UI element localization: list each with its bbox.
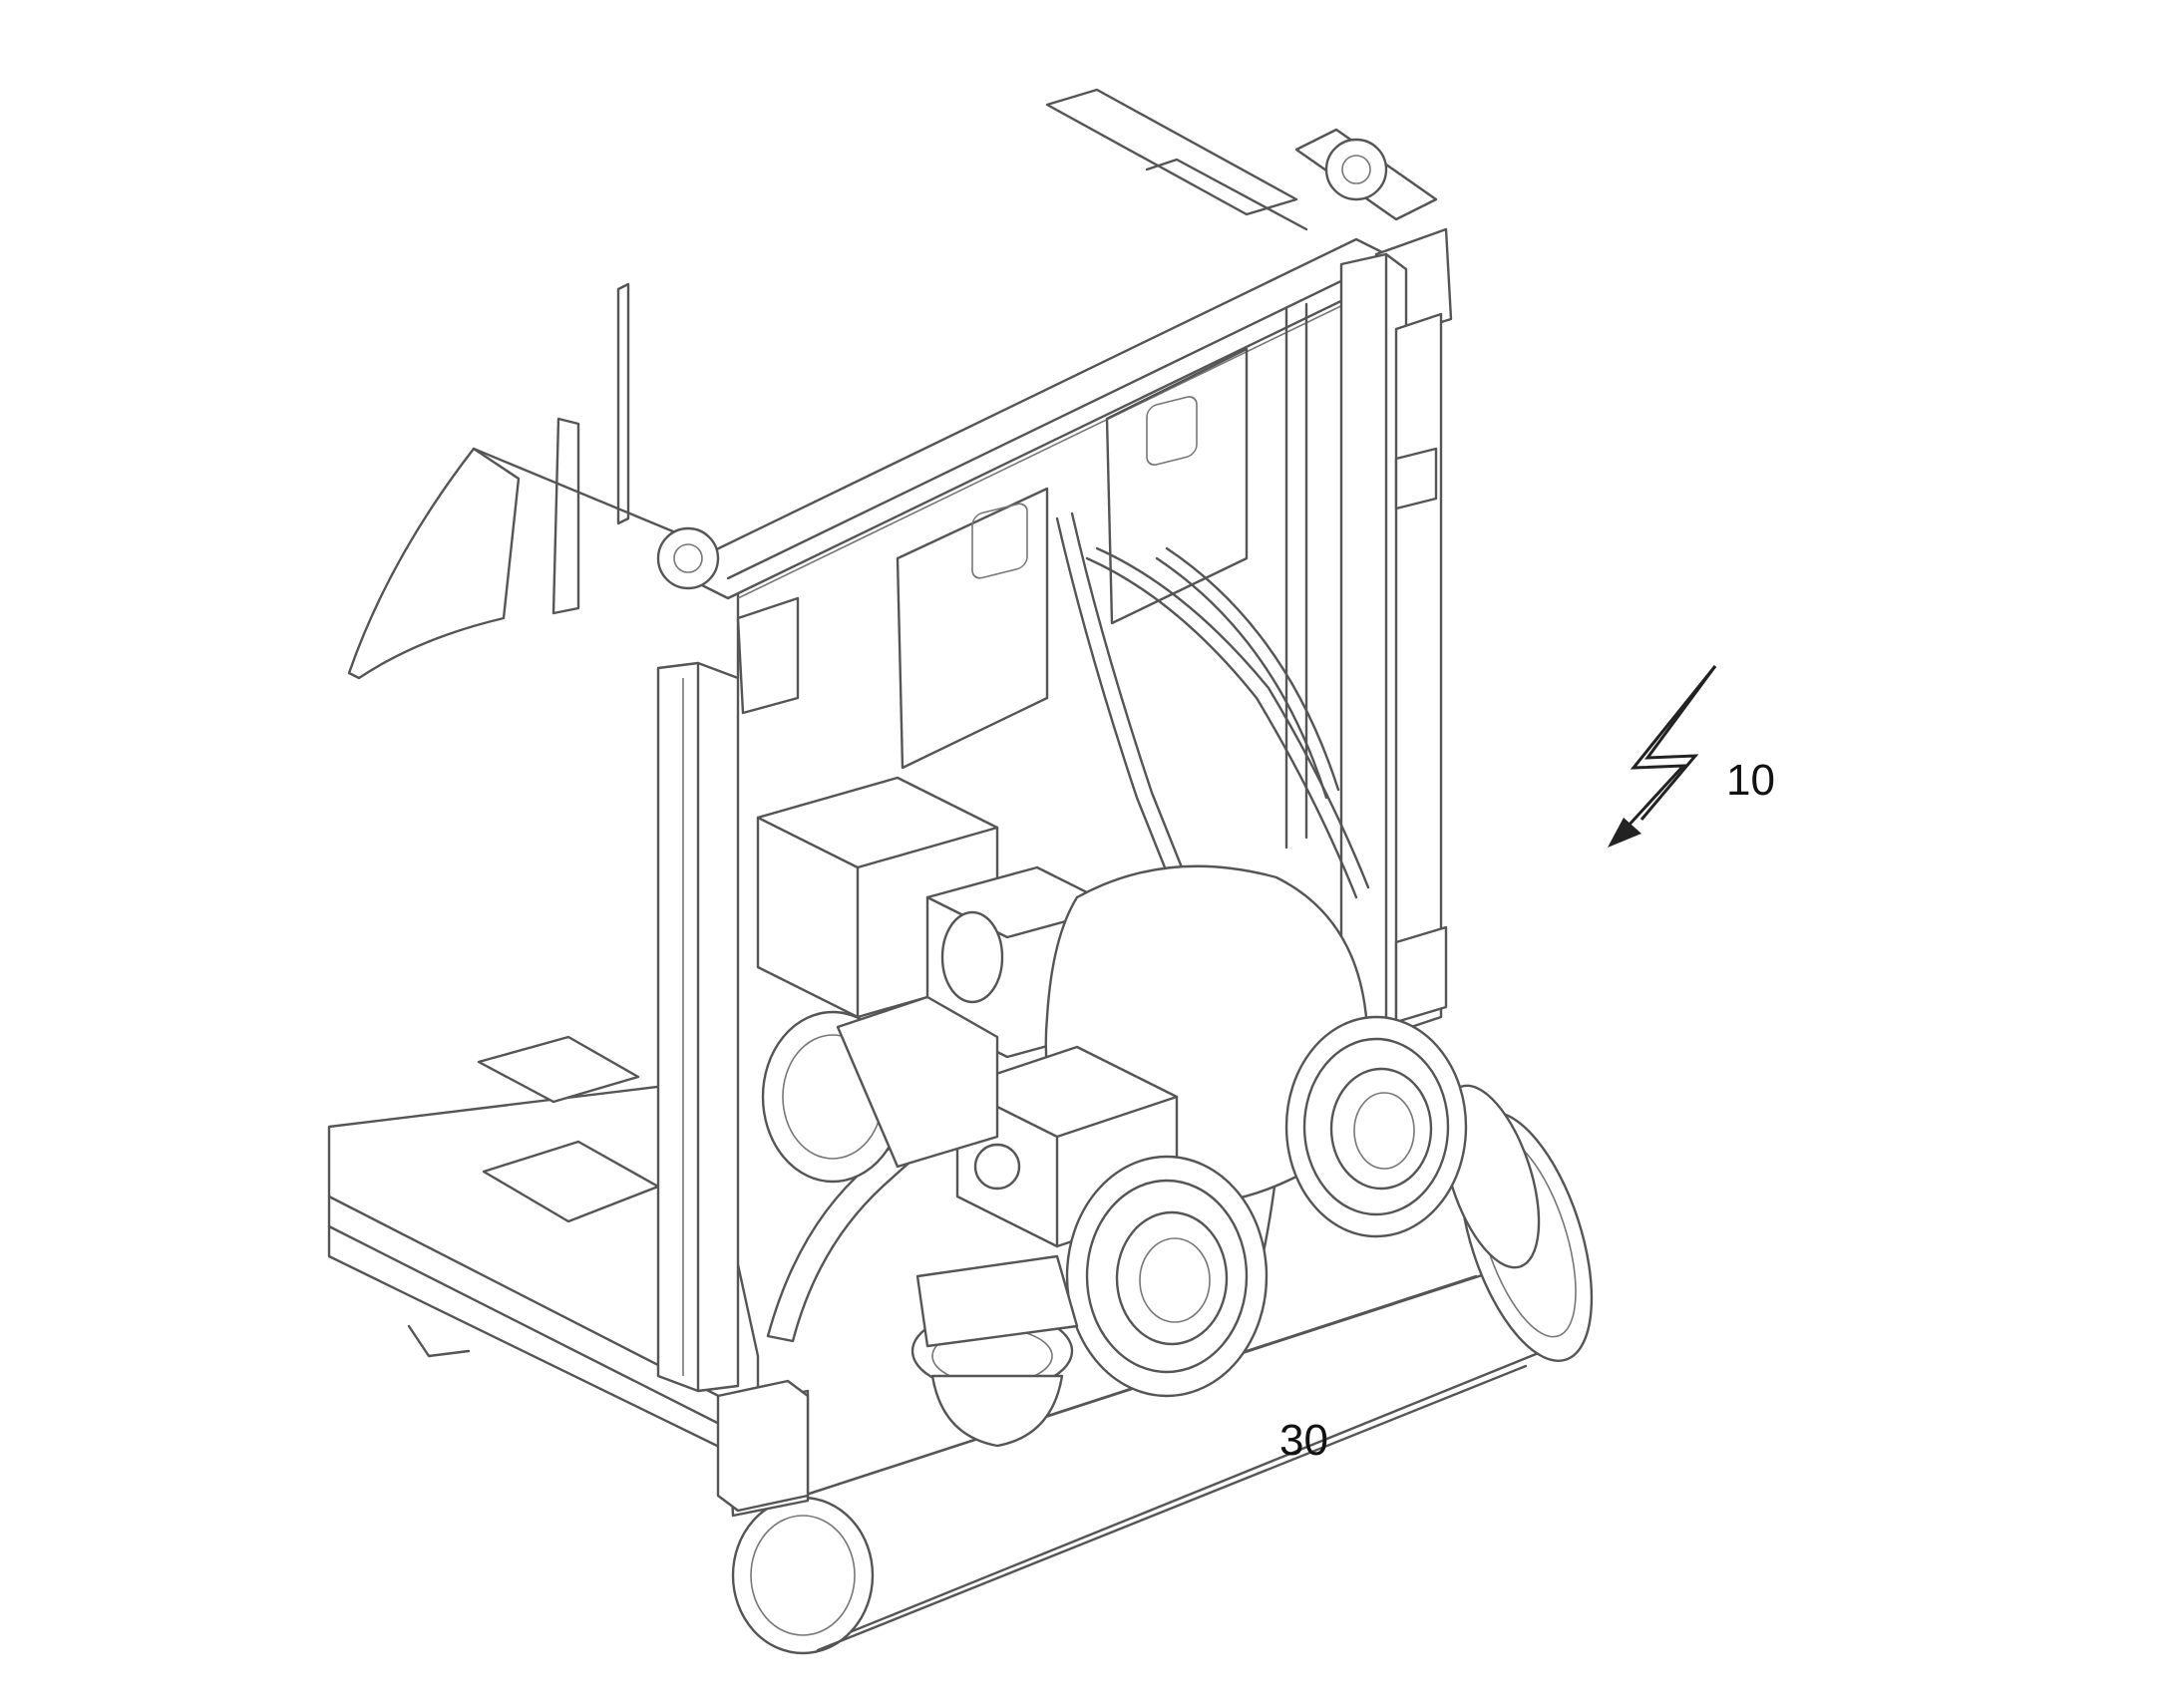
bottom-outlet: [910, 1254, 1079, 1448]
right-rear-column: [1339, 252, 1448, 1069]
left-side-panel: [347, 282, 740, 680]
reference-numeral-30: 30: [1279, 1416, 1328, 1465]
lightning-arrow-icon: [1608, 665, 1717, 848]
left-front-column: [656, 661, 810, 1513]
top-rear-frame: [656, 88, 1438, 590]
left-pump-housing: [761, 995, 999, 1184]
reference-numeral-10: 10: [1726, 756, 1775, 805]
top-frame-beam: [696, 227, 1453, 715]
tank-cylinder: [731, 1084, 1594, 1655]
right-flange: [1284, 1015, 1468, 1238]
front-flange: [1065, 1155, 1269, 1398]
